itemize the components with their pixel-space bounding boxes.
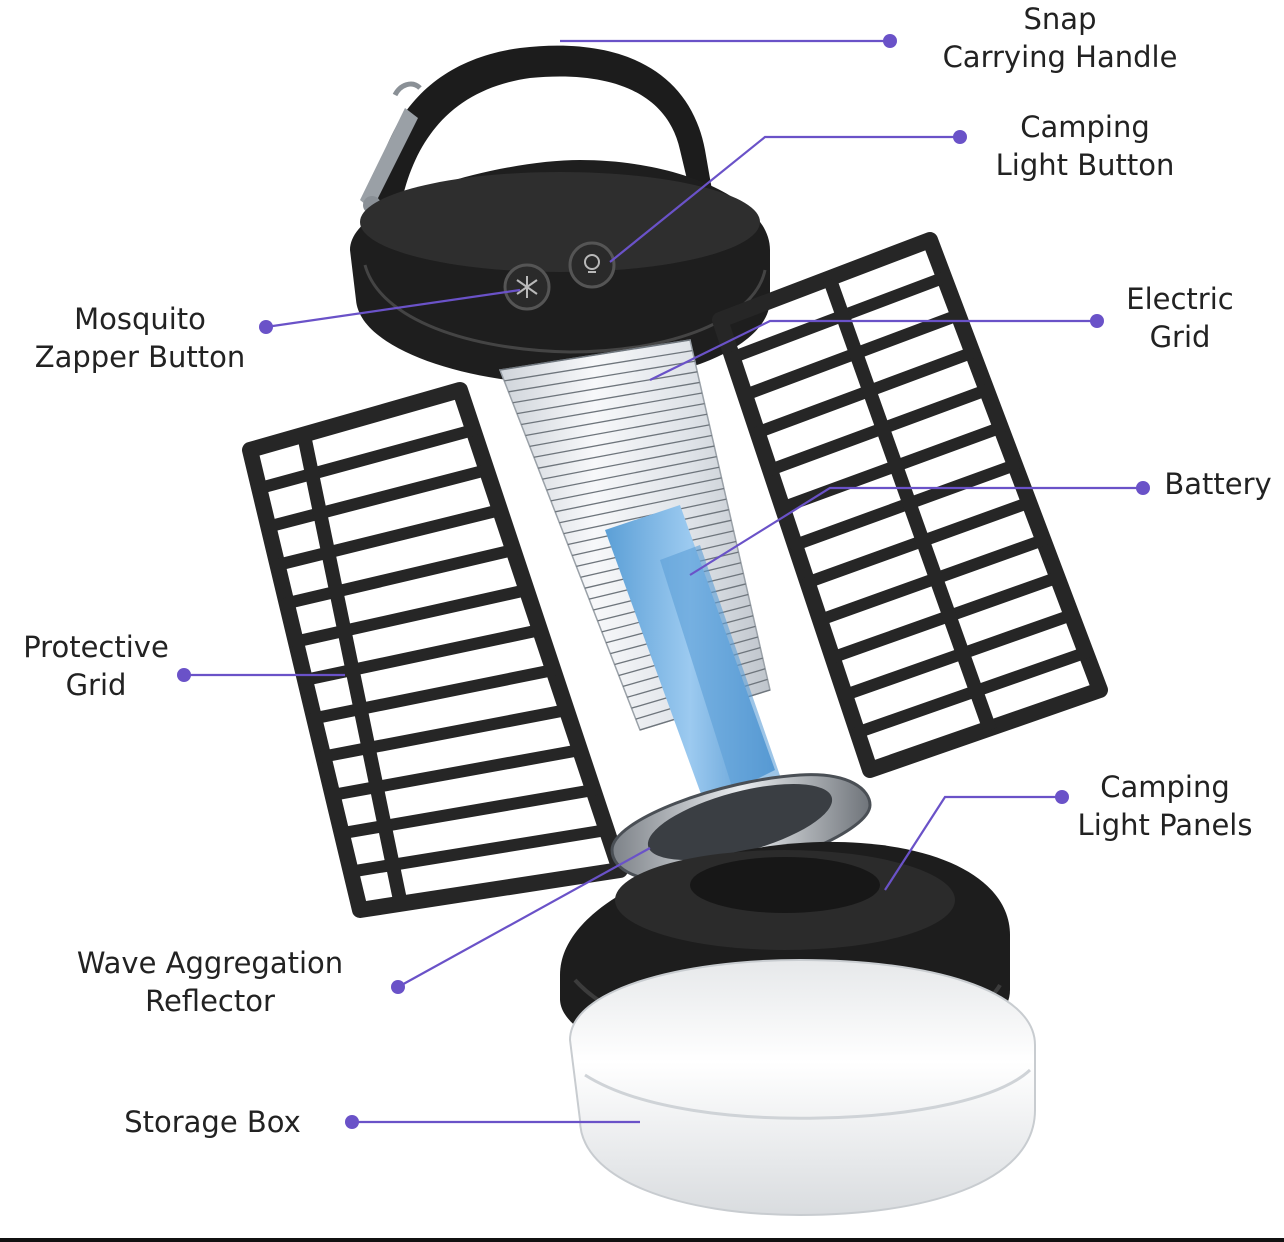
label-line: Battery [1164,467,1272,501]
label-storage-box: Storage Box [110,1103,315,1141]
bottom-divider [0,1238,1284,1242]
cage-bar [262,464,493,533]
label-line: Reflector [145,984,275,1018]
grid-wire [499,339,691,371]
grid-wire [559,487,725,524]
storage-box [568,958,1036,1217]
label-line: Light Panels [1077,808,1253,842]
leader-zapper-btn [265,288,521,329]
label-line: Camping [1100,770,1230,804]
battery-cell [605,505,785,812]
grid-wire [516,381,700,415]
camping-light-button[interactable] [568,241,616,289]
label-line: Electric [1126,282,1234,316]
label-line: Carrying Handle [942,40,1178,74]
leader-camping-light-btn [609,135,960,263]
label-line: Snap [1023,2,1097,36]
mosquito-zapper-button[interactable] [503,263,551,311]
grid-wire [542,445,715,480]
leader-battery [689,486,1143,576]
grid-wire [546,456,717,491]
label-line: Protective [23,630,169,664]
grid-wire [521,392,703,426]
leader-dot [883,34,897,48]
label-camping-light-button: Camping Light Button [980,108,1190,184]
leader-dot [391,980,405,994]
grid-wire [512,371,698,404]
leader-dot [1090,314,1104,328]
label-line: Camping [1020,110,1150,144]
grid-wire [525,402,705,437]
label-protective-grid: Protective Grid [8,628,184,704]
label-line: Light Button [995,148,1175,182]
label-line: Grid [1149,320,1211,354]
grid-wire [538,434,712,469]
leader-dot [1136,481,1150,495]
label-electric-grid: Electric Grid [1110,280,1250,356]
protective-grid-right [712,232,1108,778]
label-snap-carrying-handle: Snap Carrying Handle [930,0,1190,76]
leader-lines [177,34,1150,1129]
grid-wire [555,477,722,513]
leader-dot [259,320,273,334]
grid-wire [529,413,708,448]
leader-reflector [397,847,651,988]
leader-electric-grid [649,319,1097,381]
label-battery: Battery [1156,465,1280,503]
label-wave-aggregation-reflector: Wave Aggregation Reflector [60,944,360,1020]
leader-dot [953,130,967,144]
label-line: Storage Box [124,1105,301,1139]
grid-wire [504,349,693,382]
grid-wire [508,360,695,393]
mosquito-icon [516,276,538,298]
label-line: Grid [65,668,127,702]
grid-wire [550,466,720,502]
cage-bar [253,424,480,495]
label-line: Wave Aggregation [76,946,344,980]
leader-dot [1055,790,1069,804]
bulb-icon [584,254,600,273]
label-line: Zapper Button [34,340,246,374]
label-camping-light-panels: Camping Light Panels [1060,768,1270,844]
cage-bar [299,624,546,686]
label-mosquito-zapper-button: Mosquito Zapper Button [20,300,260,376]
label-line: Mosquito [74,302,206,336]
grid-wire [563,498,727,535]
cage-bar [289,584,533,648]
leader-light-panels [884,795,1062,891]
cage-bar [280,544,520,610]
grid-wire [533,424,710,458]
lamp-illustration [242,45,1108,1217]
protective-grid-left [242,382,628,918]
leader-dot [345,1115,359,1129]
leader-dot [177,668,191,682]
cage-bar [271,504,506,571]
